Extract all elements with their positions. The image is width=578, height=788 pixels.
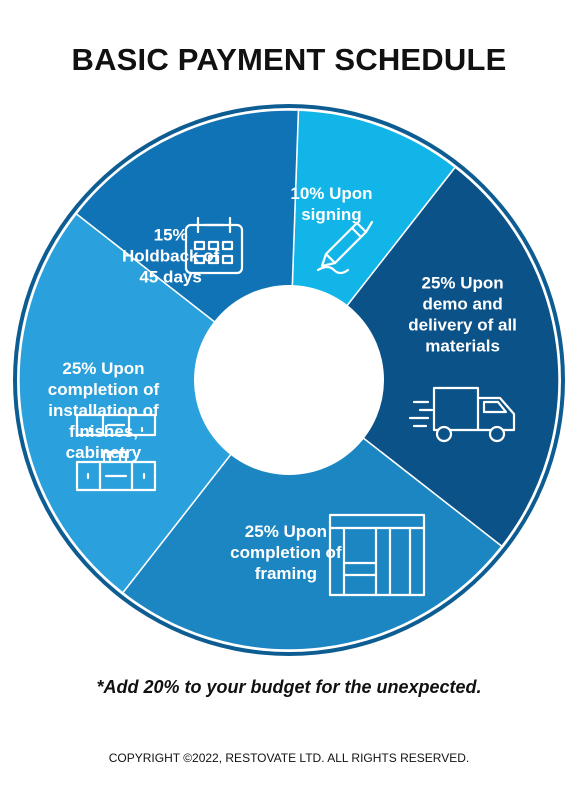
wall-framing-icon [328,513,426,597]
chart-slice-2 [287,166,560,548]
slice-label-line: 25% Upon [62,359,144,378]
chart-slice-3 [121,378,503,651]
pen-icon [316,220,374,275]
slice-label-2: 25% Upon demo and delivery of all materials [408,274,517,356]
page-title: BASIC PAYMENT SCHEDULE [71,42,507,77]
copyright-notice: COPYRIGHT ©2022, RESTOVATE LTD. ALL RIGH… [108,751,470,765]
kitchen-cabinet-icon [75,413,157,492]
slice-label-line: demo and [422,295,502,314]
slice-label-3: 25% Upon completion of framing [230,522,342,583]
slice-label-line: delivery of all [408,316,517,335]
slice-label-line: 25% Upon [422,274,504,293]
budget-footnote: *Add 20% to your budget for the unexpect… [96,677,482,697]
slice-label-line: materials [425,337,500,356]
slice-label-line: 10% Upon [290,184,372,203]
slice-label-line: completion of [230,543,342,562]
donut-hole [194,285,384,475]
slice-label-1: 10% Upon signing [290,184,372,224]
slice-label-line: completion of [48,380,160,399]
slice-label-line: 45 days [139,268,201,287]
slice-label-line: signing [301,205,361,224]
slice-label-line: 15% [154,226,188,245]
delivery-truck-icon [408,386,516,443]
chart-slice-4 [18,212,291,594]
calendar-icon [184,216,244,275]
slice-label-line: framing [255,564,317,583]
slice-label-line: 25% Upon [245,522,327,541]
